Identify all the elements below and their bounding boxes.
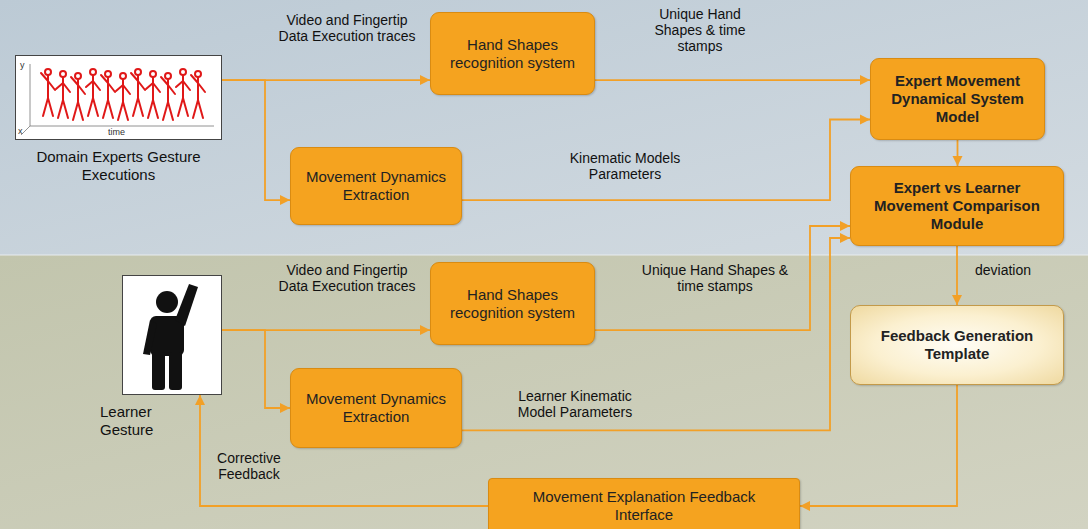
flow-arrow: [462, 120, 870, 201]
expert-figure: Domain Experts Gesture Executions: [15, 55, 222, 184]
flow-arrow: [800, 385, 957, 506]
edge-label: Unique Hand Shapes & time stamps: [645, 6, 755, 54]
box-label: Movement Explanation Feedback Interface: [503, 488, 785, 524]
learner-icon-frame: [122, 275, 222, 395]
axis-label: y: [20, 60, 25, 70]
process-box: Movement Dynamics Extraction: [290, 147, 462, 225]
process-box: Hand Shapes recognition system: [430, 262, 595, 345]
interface-box: Movement Explanation Feedback Interface: [488, 478, 800, 529]
edge-label: deviation: [975, 262, 1055, 278]
box-label: Movement Dynamics Extraction: [305, 168, 447, 204]
axis-label: time: [108, 127, 125, 137]
flow-arrow: [595, 226, 850, 330]
comparison-box: Expert vs Learner Movement Comparison Mo…: [850, 166, 1064, 246]
edge-label: Video and Fingertip Data Execution trace…: [272, 12, 422, 44]
flow-arrow: [595, 79, 870, 81]
box-label: Expert Movement Dynamical System Model: [885, 72, 1030, 126]
edge-label: Learner Kinematic Model Parameters: [500, 388, 650, 420]
stick-figures: [41, 69, 205, 120]
template-box: Feedback Generation Template: [850, 305, 1064, 385]
edge-label: Unique Hand Shapes & time stamps: [640, 262, 790, 294]
figure-caption: Learner Gesture: [100, 403, 172, 439]
box-label: Feedback Generation Template: [865, 327, 1049, 363]
model-box: Expert Movement Dynamical System Model: [870, 58, 1045, 140]
flow-arrow: [222, 80, 290, 200]
figure-caption: Domain Experts Gesture Executions: [15, 148, 222, 184]
plot-axes: [21, 64, 214, 135]
box-label: Expert vs Learner Movement Comparison Mo…: [865, 179, 1049, 233]
box-label: Hand Shapes recognition system: [445, 286, 580, 322]
flow-arrow: [956, 246, 958, 305]
expert-band: [0, 0, 1088, 255]
edge-label: Kinematic Models Parameters: [555, 150, 695, 182]
band-divider: [0, 255, 1088, 256]
edge-label: Corrective Feedback: [208, 450, 290, 482]
learner-icon: [123, 276, 221, 394]
box-label: Movement Dynamics Extraction: [305, 390, 447, 426]
edge-label: Video and Fingertip Data Execution trace…: [272, 262, 422, 294]
learner-figure: Learner Gesture: [100, 275, 225, 439]
flow-arrow: [222, 330, 290, 408]
process-box: Movement Dynamics Extraction: [290, 368, 462, 448]
process-box: Hand Shapes recognition system: [430, 12, 595, 95]
axis-label: x: [18, 126, 23, 136]
flow-arrow: [957, 140, 959, 166]
person-symbol: [143, 284, 198, 390]
stick-figure-plot: [16, 56, 221, 139]
box-label: Hand Shapes recognition system: [445, 36, 580, 72]
